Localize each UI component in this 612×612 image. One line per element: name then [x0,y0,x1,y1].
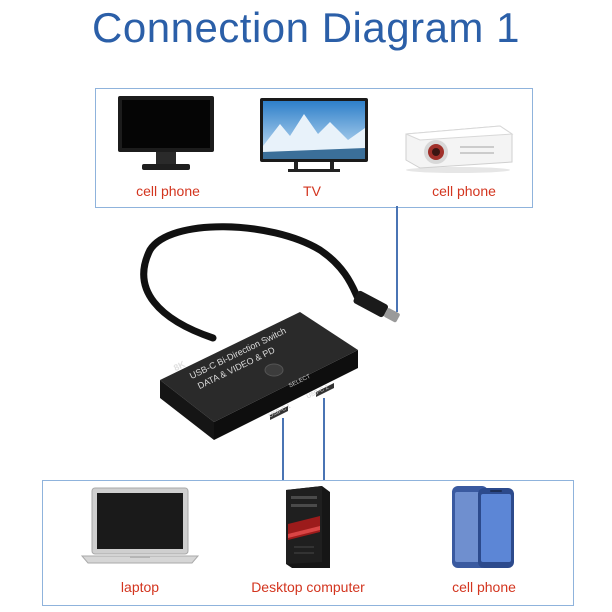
bottom-device-label-2: Desktop computer [251,579,365,595]
desktop-tower-icon [282,484,334,575]
usb-c-switch [120,210,420,455]
top-device-label-3: cell phone [432,183,496,199]
connector-line-bottom-2 [323,398,325,480]
laptop-icon [80,486,200,571]
top-device-label-2: TV [303,183,321,199]
monitor-icon [116,94,216,181]
tv-icon [258,96,370,181]
connector-line-top [396,206,398,312]
bottom-device-label-1: laptop [120,579,160,595]
projector-icon [400,112,516,179]
connector-line-bottom-1 [282,418,284,480]
top-device-label-1: cell phone [136,183,200,199]
diagram-title: Connection Diagram 1 [92,4,520,51]
smartphone-icon [448,484,520,575]
bottom-device-label-3: cell phone [452,579,516,595]
